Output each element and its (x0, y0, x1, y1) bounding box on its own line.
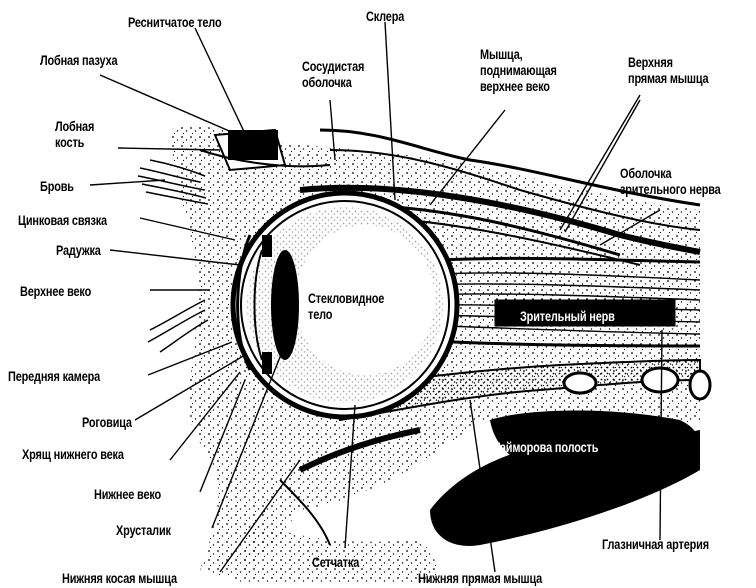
label-maxillary-sinus: Гайморова полость (494, 439, 598, 455)
label-ophthalmic-artery: Глазничная артерия (602, 536, 709, 552)
label-ciliary-body: Реснитчатое тело (128, 14, 221, 30)
label-upper-eyelid: Верхнее веко (20, 283, 91, 299)
label-inferior-rectus: Нижняя прямая мышца (418, 570, 542, 586)
label-retina: Сетчатка (312, 554, 359, 570)
label-optic-sheath: Оболочка зрительного нерва (620, 165, 721, 197)
label-inferior-oblique: Нижняя косая мышца (62, 570, 177, 586)
label-lens: Хрусталик (116, 522, 171, 538)
label-eyebrow: Бровь (40, 178, 74, 194)
label-lower-eyelid-cartilage: Хрящ нижнего века (22, 446, 124, 462)
label-iris: Радужка (56, 242, 101, 258)
label-vitreous-body: Стекловидное тело (308, 290, 384, 322)
label-choroid: Сосудистая оболочка (302, 58, 364, 90)
label-cornea: Роговица (82, 414, 132, 430)
label-sclera: Склера (366, 8, 404, 24)
label-frontal-bone: Лобная кость (55, 118, 94, 150)
label-lower-eyelid: Нижнее веко (94, 486, 161, 502)
label-optic-nerve: Зрительный нерв (520, 308, 615, 324)
label-levator-muscle: Мышца, поднимающая верхнее веко (480, 46, 557, 94)
label-anterior-chamber: Передняя камера (8, 368, 100, 384)
label-superior-rectus: Верхняя прямая мышца (628, 54, 708, 86)
label-zinn-ligament: Цинковая связка (18, 212, 107, 228)
label-frontal-sinus: Лобная пазуха (40, 52, 117, 68)
